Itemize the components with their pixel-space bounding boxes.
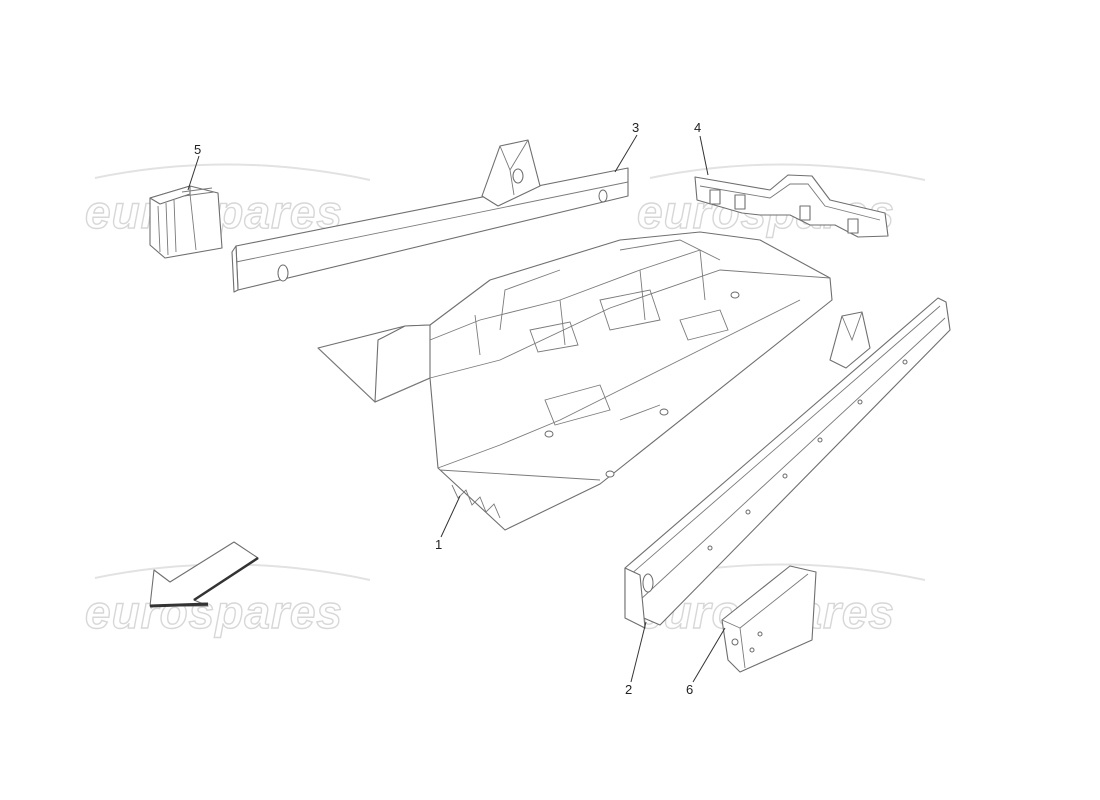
leader-6 xyxy=(692,627,726,683)
callout-4: 4 xyxy=(694,120,701,135)
leader-2 xyxy=(630,621,647,683)
watermark-text: eurospares xyxy=(85,586,343,638)
leader-3 xyxy=(614,134,638,173)
part-4-crossmember xyxy=(694,174,889,238)
part-2-side-sill xyxy=(624,297,951,629)
part-3-upper-rail xyxy=(231,139,629,293)
callout-3: 3 xyxy=(632,120,639,135)
callout-labels: 1 2 3 4 5 6 xyxy=(194,120,701,697)
leader-1 xyxy=(440,495,461,538)
callout-5: 5 xyxy=(194,142,201,157)
leader-lines xyxy=(187,134,726,683)
part-5-bracket xyxy=(149,185,223,259)
leader-4 xyxy=(699,135,709,176)
part-6-bracket xyxy=(721,565,817,673)
callout-2: 2 xyxy=(625,682,632,697)
watermark-top-left: eurospares xyxy=(84,163,371,239)
direction-arrow-icon xyxy=(149,541,259,608)
part-1-floor-pan xyxy=(317,231,833,531)
leader-5 xyxy=(187,155,200,191)
callout-6: 6 xyxy=(686,682,693,697)
callout-1: 1 xyxy=(435,537,442,552)
